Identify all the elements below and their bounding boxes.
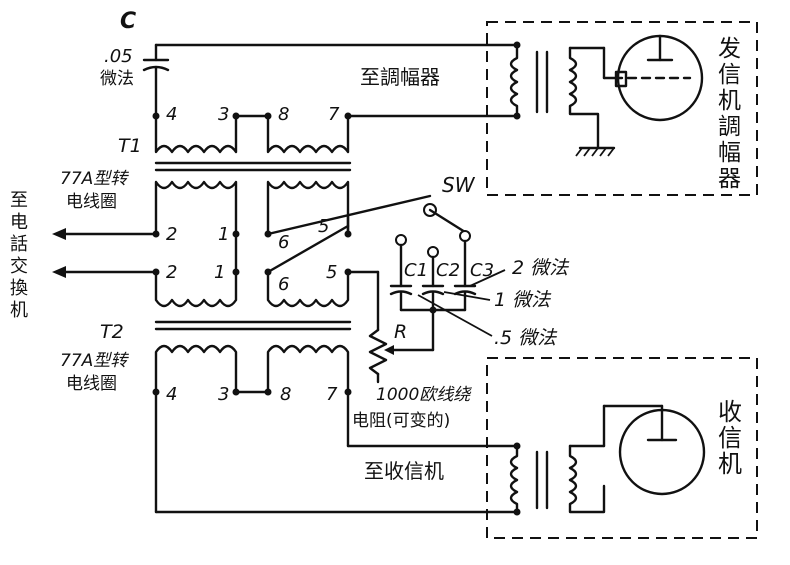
t2-upper-winding-right: [266, 270, 350, 308]
t2-term-6: 6: [278, 274, 289, 295]
t1-term-2: 2: [166, 224, 177, 245]
t1-lower-winding-right: [266, 180, 350, 236]
receiver-box: [486, 357, 758, 539]
svg-text:話: 話: [10, 234, 28, 255]
cap-value-5: .5 微法: [494, 327, 558, 349]
switch-contact-c1: [395, 234, 407, 246]
svg-text:器: 器: [718, 166, 741, 192]
svg-text:至: 至: [10, 190, 28, 211]
t2-term-1: 1: [214, 262, 225, 283]
t2-term-3: 3: [218, 384, 229, 405]
svg-text:收: 收: [718, 398, 742, 426]
t1-lower-winding-left: [154, 180, 238, 236]
label-to-modulator: 至調幅器: [360, 65, 440, 89]
switch-contact-c2: [427, 246, 439, 258]
t2-type: 77A型转: [60, 351, 129, 371]
t2-lower-winding-right: [266, 344, 350, 394]
t2-name: T2: [100, 321, 124, 343]
t1-term-5: 5: [318, 216, 329, 237]
arrow-exchange-1: [52, 228, 66, 240]
t1-term-3: 3: [218, 104, 229, 125]
t1-upper-winding-left: [154, 114, 238, 154]
cap-c3-label: C3: [470, 260, 494, 281]
t1-term-4: 4: [166, 104, 177, 125]
t1-name: T1: [118, 135, 142, 157]
t2-type2: 电线圈: [66, 374, 117, 394]
svg-text:幅: 幅: [718, 140, 741, 166]
resistor-r: [368, 328, 388, 376]
t2-term-4: 4: [166, 384, 177, 405]
cap-c1: [389, 284, 413, 296]
cap-c-name: C: [120, 9, 136, 34]
cap-c1-label: C1: [404, 260, 428, 281]
svg-text:电: 电: [10, 212, 28, 233]
svg-text:信: 信: [718, 62, 741, 88]
t1-term-1: 1: [218, 224, 229, 245]
transmitter-modulator-box: [486, 21, 758, 196]
rx-primary-coil: [509, 444, 519, 514]
t2-lower-winding-left: [154, 344, 238, 394]
svg-text:換: 換: [10, 278, 28, 299]
t1-term-7: 7: [328, 104, 340, 125]
cap-c-unit: 微法: [100, 69, 134, 89]
label-receiver: 收 信 机: [718, 398, 742, 478]
rx-secondary-coil: [568, 444, 606, 514]
svg-text:发: 发: [718, 36, 741, 62]
cap-c-value: .05: [104, 46, 133, 67]
switch-label: SW: [442, 173, 476, 197]
tx-primary-coil: [509, 43, 519, 118]
t2-term-2: 2: [166, 262, 177, 283]
t2-upper-winding-left: [154, 270, 238, 308]
switch-contact-c3: [459, 230, 471, 242]
label-to-exchange: 至 电 話 交 換 机: [10, 190, 28, 321]
cap-c2: [421, 284, 445, 296]
resistor-desc2: 电阻(可变的): [352, 411, 450, 431]
svg-text:交: 交: [10, 256, 28, 277]
svg-text:机: 机: [718, 88, 741, 114]
t1-term-6: 6: [278, 232, 289, 253]
t2-term-8: 8: [280, 384, 291, 405]
switch-arm: [428, 208, 467, 234]
svg-text:調: 調: [718, 114, 741, 140]
svg-text:机: 机: [10, 300, 28, 321]
label-transmitter-modulator: 发 信 机 調 幅 器: [718, 36, 741, 192]
svg-text:信: 信: [718, 424, 742, 452]
arrow-exchange-2: [52, 266, 66, 278]
t1-type: 77A型转: [60, 169, 129, 189]
cap-value-1: 1 微法: [494, 289, 552, 311]
svg-text:机: 机: [718, 450, 742, 478]
cap-c2-label: C2: [436, 260, 460, 281]
resistor-wiper-arrow: [384, 345, 394, 355]
resistor-name: R: [394, 321, 407, 343]
label-to-receiver: 至收信机: [364, 459, 444, 483]
t2-term-7: 7: [326, 384, 338, 405]
t2-term-5: 5: [326, 262, 337, 283]
tx-secondary-coil: [568, 46, 600, 150]
resistor-desc1: 1000欧线绕: [376, 385, 472, 405]
cap-value-2: 2 微法: [512, 257, 570, 279]
t1-type2: 电线圈: [66, 192, 117, 212]
t1-upper-winding-right: [266, 114, 350, 154]
t1-term-8: 8: [278, 104, 289, 125]
